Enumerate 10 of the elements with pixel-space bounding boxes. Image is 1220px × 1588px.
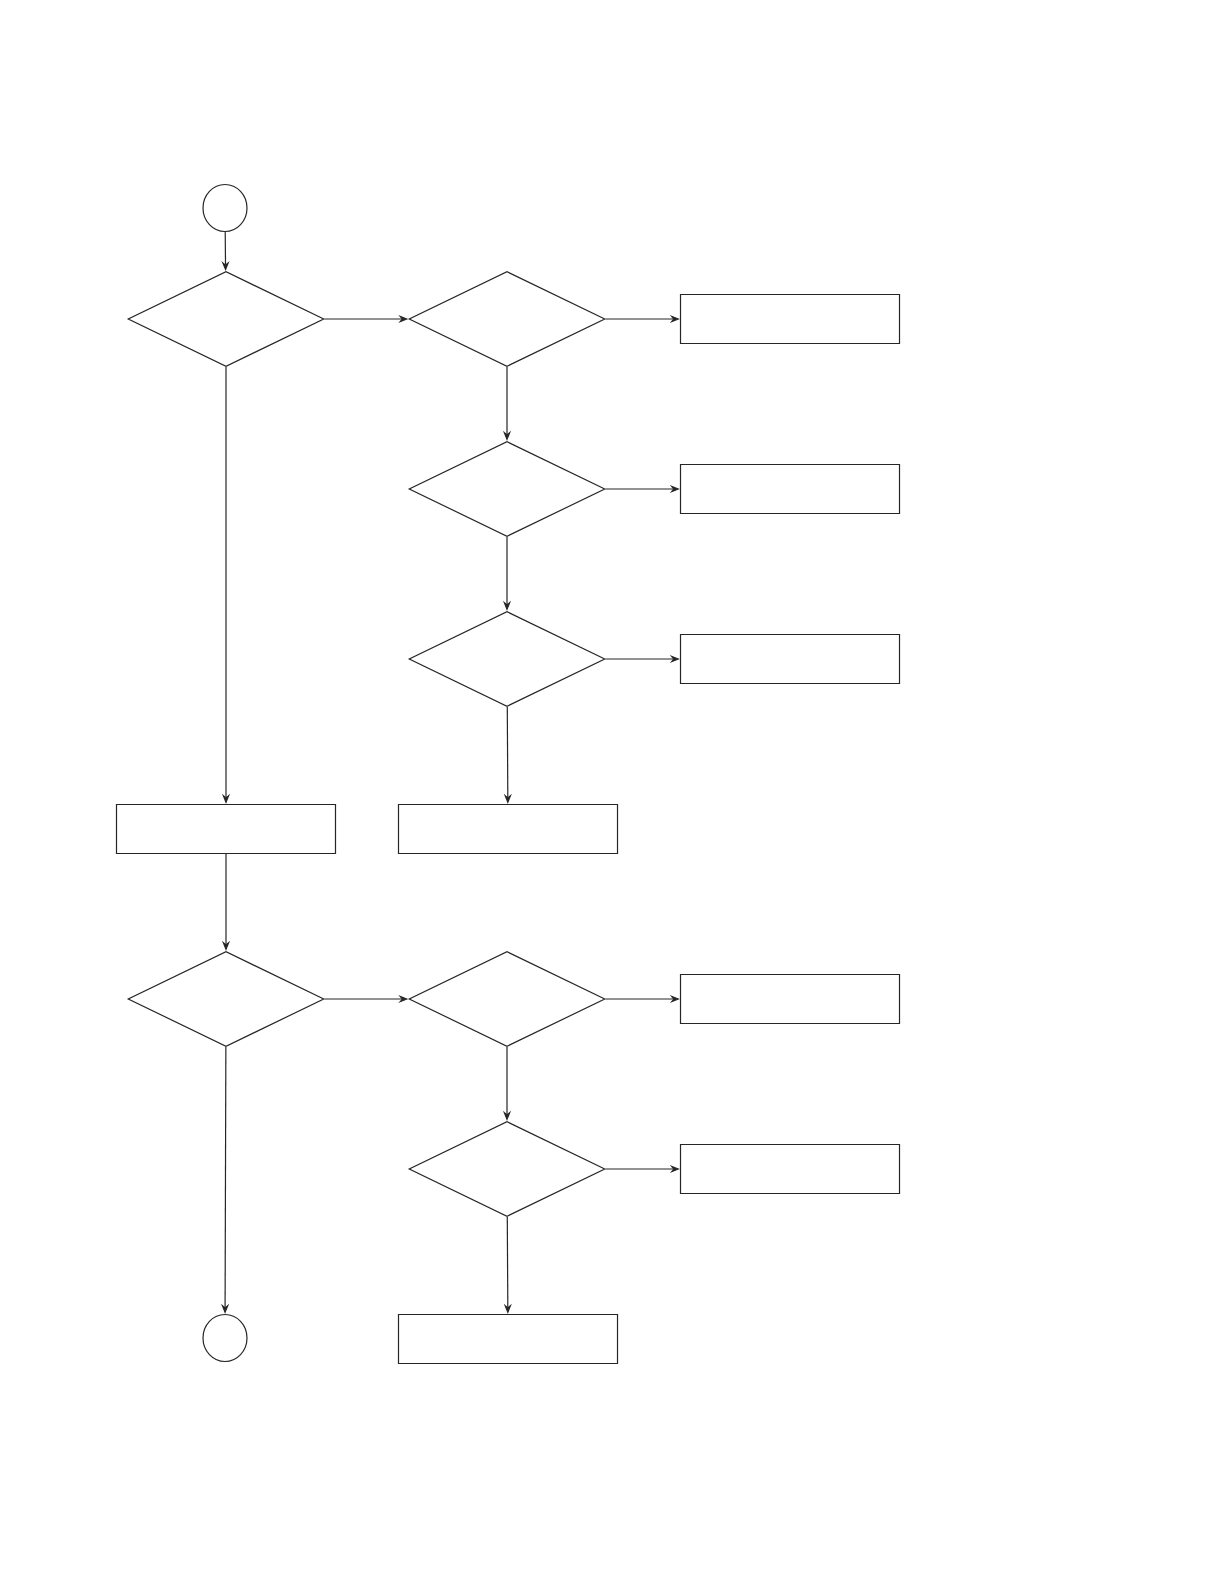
terminal-circle [202, 1313, 248, 1363]
process-box [679, 973, 901, 1025]
process-box [397, 803, 619, 855]
process-box [115, 803, 337, 855]
process-box [679, 633, 901, 685]
terminal-circle [202, 183, 248, 233]
process-box [679, 463, 901, 515]
process-box [679, 293, 901, 345]
process-box [397, 1313, 619, 1365]
process-box [679, 1143, 901, 1195]
